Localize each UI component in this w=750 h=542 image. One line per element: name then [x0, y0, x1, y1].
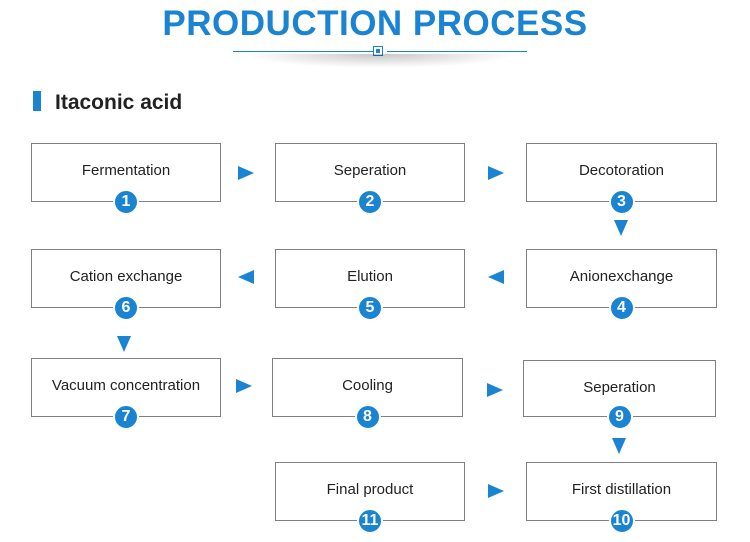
step-box-2: Seperation 2: [275, 143, 465, 215]
step-box-8: Cooling 8: [272, 358, 463, 430]
arrow-right-icon: [487, 383, 503, 397]
step-label: Elution: [347, 268, 393, 285]
step-number-badge: 6: [113, 295, 139, 321]
step-label: Seperation: [333, 162, 407, 179]
arrow-left-icon: [238, 270, 254, 284]
title-divider-ornament: [373, 46, 383, 56]
step-label: Seperation: [583, 379, 656, 396]
step-number-badge: 1: [113, 189, 139, 215]
step-number-badge: 5: [357, 295, 383, 321]
step-label: Decotoration: [578, 162, 665, 179]
step-number-badge: 2: [357, 189, 383, 215]
step-number-badge: 7: [113, 404, 139, 430]
arrow-down-icon: [612, 438, 626, 454]
step-box-7: Vacuum concentration 7: [31, 358, 221, 430]
arrow-right-icon: [238, 166, 254, 180]
subtitle-accent-bar: [33, 91, 41, 111]
step-number-badge: 10: [608, 508, 635, 534]
step-number-badge: 11: [357, 508, 383, 534]
arrow-left-icon: [488, 270, 504, 284]
step-label: First distillation: [571, 481, 672, 498]
step-label: Final product: [326, 481, 414, 498]
arrow-right-icon: [488, 484, 504, 498]
arrow-right-icon: [488, 166, 504, 180]
step-number-badge: 3: [608, 189, 635, 215]
arrow-right-icon: [236, 379, 252, 393]
step-box-10: First distillation 10: [526, 462, 717, 534]
step-box-1: Fermentation 1: [31, 143, 221, 215]
step-label: Vacuum concentration: [51, 377, 201, 394]
step-box-3: Decotoration 3: [526, 143, 717, 215]
step-label: Cooling: [342, 377, 393, 394]
title-divider-right: [387, 51, 527, 52]
title-divider-left: [233, 51, 373, 52]
step-label: Fermentation: [81, 162, 171, 179]
step-label: Anionexchange: [569, 268, 674, 285]
step-number-badge: 9: [606, 404, 633, 430]
step-box-5: Elution 5: [275, 249, 465, 321]
step-box-4: Anionexchange 4: [526, 249, 717, 321]
step-box-9: Seperation 9: [523, 360, 716, 430]
step-label: Cation exchange: [69, 268, 183, 285]
arrow-down-icon: [614, 220, 628, 236]
arrow-down-icon: [117, 336, 131, 352]
step-box-6: Cation exchange 6: [31, 249, 221, 321]
page-title: PRODUCTION PROCESS: [162, 4, 588, 43]
step-box-11: Final product 11: [275, 462, 465, 534]
step-number-badge: 4: [608, 295, 635, 321]
step-number-badge: 8: [354, 404, 381, 430]
section-title: Itaconic acid: [55, 91, 183, 114]
title-shadow: [243, 54, 517, 68]
